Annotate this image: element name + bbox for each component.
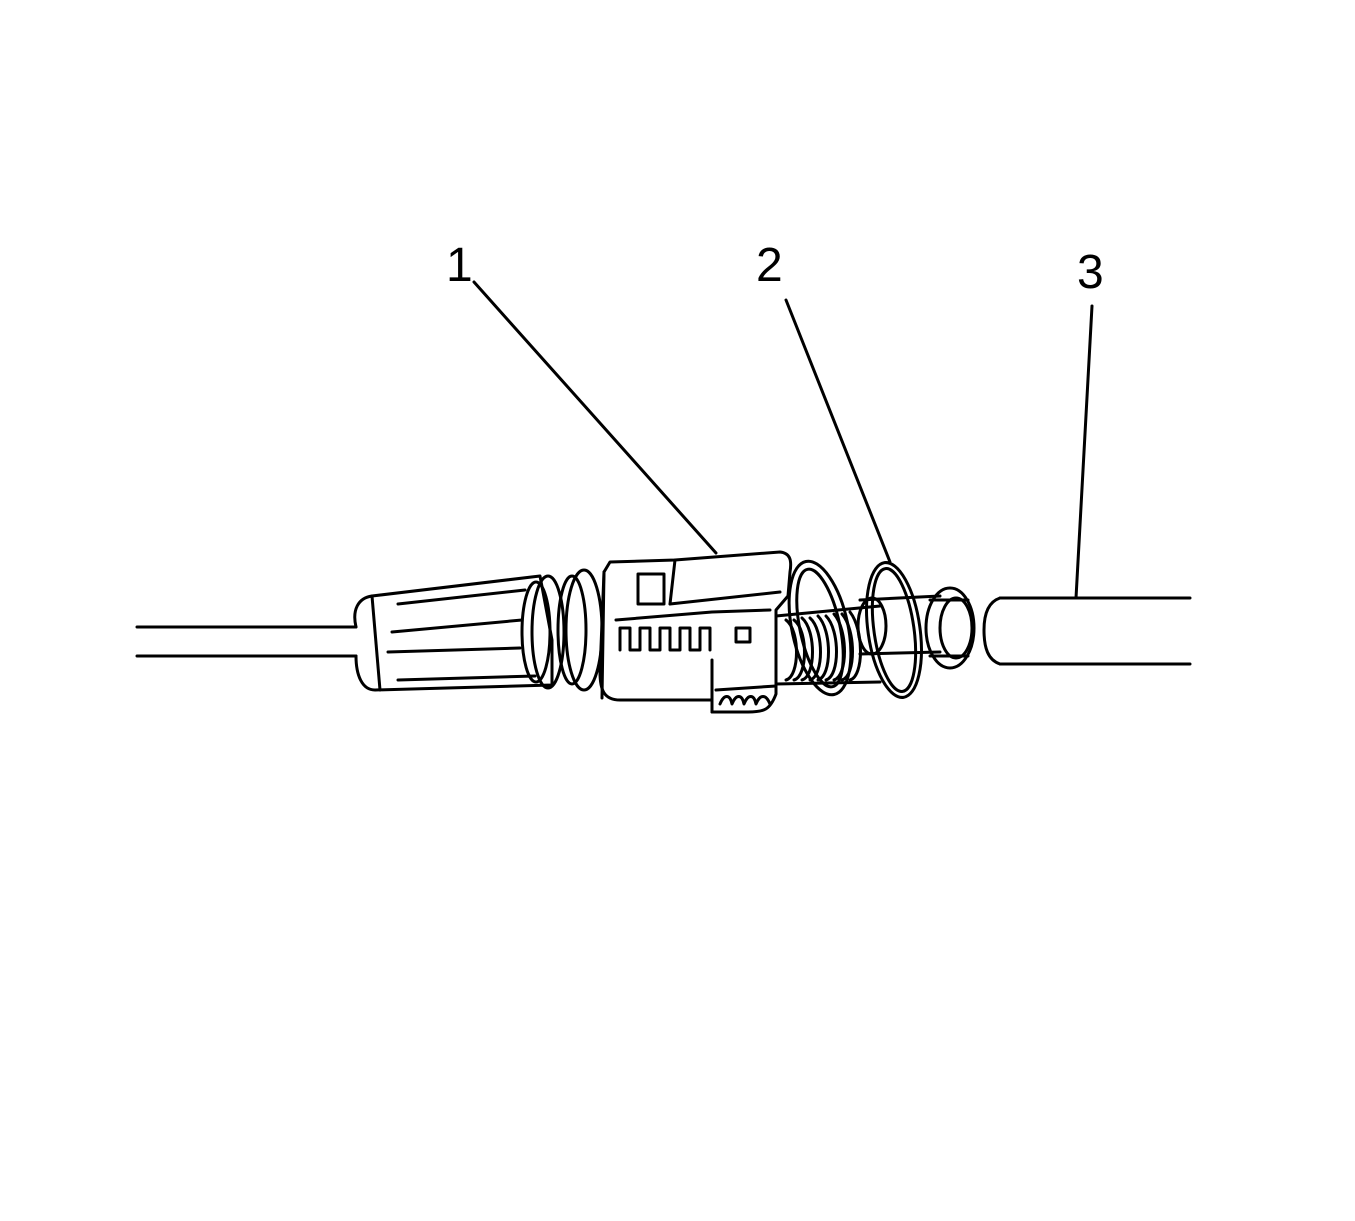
o-ring-callout-2 (865, 561, 923, 699)
small-ring (924, 586, 976, 670)
o-ring-inner (787, 559, 853, 697)
leader-line-2 (784, 298, 892, 564)
right-pipe (982, 596, 1192, 666)
callout-label-3: 3 (1077, 246, 1104, 299)
left-cable (135, 625, 358, 658)
leader-line-1 (472, 280, 718, 555)
threaded-shaft (774, 604, 882, 686)
leader-lines (472, 280, 1094, 600)
tapered-sleeve (353, 574, 554, 692)
callout-label-1: 1 (446, 239, 473, 292)
sleeve-rings (520, 568, 604, 692)
callout-label-2: 2 (756, 239, 783, 292)
connector-body (598, 550, 793, 714)
leader-line-3 (1074, 304, 1094, 600)
